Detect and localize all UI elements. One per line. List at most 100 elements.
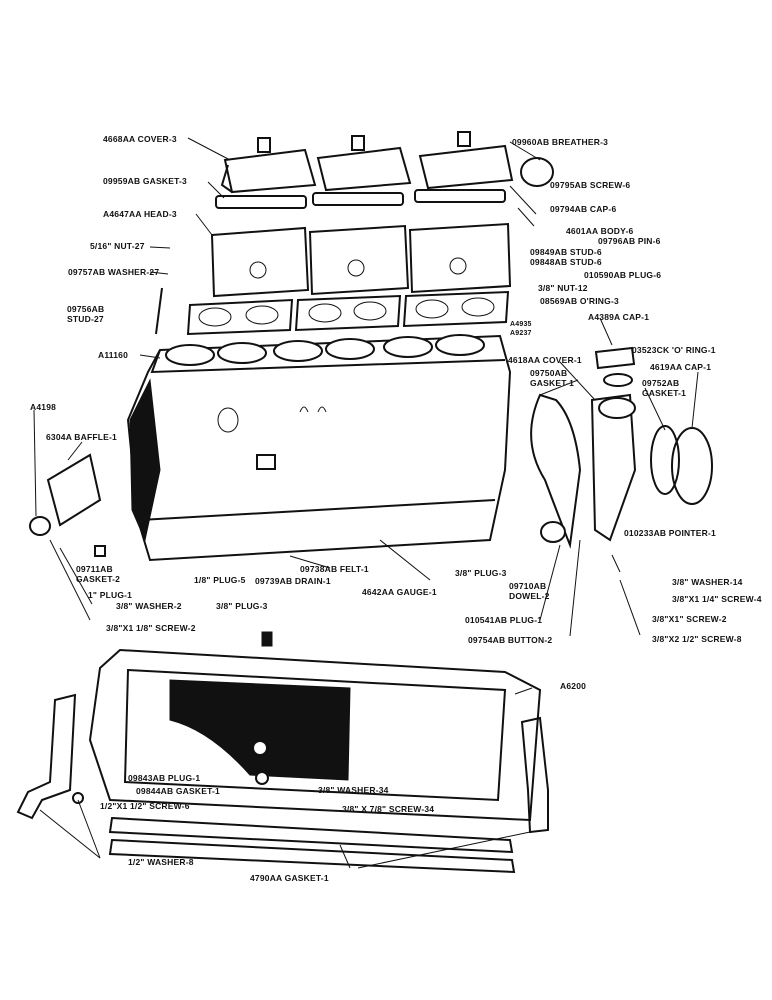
label-washer8: 1/2" WASHER-8: [128, 857, 194, 867]
label-plug3a: 3/8" PLUG-3: [455, 568, 507, 578]
cover-gaskets: [215, 189, 506, 209]
label-felt: 09738AB FELT-1: [300, 564, 369, 574]
label-stud6a: 09849AB STUD-6: [530, 247, 602, 257]
label-gasket1b: GASKET-1: [530, 378, 575, 388]
label-washer2: 3/8" WASHER-2: [116, 601, 182, 611]
label-body6: 4601AA BODY-6: [566, 226, 634, 236]
label-plug5: 1/8" PLUG-5: [194, 575, 246, 585]
block-shadow: [129, 378, 161, 542]
head-gasket: [294, 294, 402, 332]
label-gasket-cover: 09959AB GASKET-3: [103, 176, 187, 186]
o-ring: [603, 373, 633, 387]
cylinder-bore: [273, 340, 323, 362]
label-pan: A6200: [560, 681, 587, 691]
label-gasket1c: 09752AB: [642, 378, 680, 388]
head-spark-port: [347, 259, 365, 277]
label-stud27-b: STUD-27: [67, 314, 104, 324]
label-screw4: 3/8"X1 1/4" SCREW-4: [672, 594, 762, 604]
label-pointer: 010233AB POINTER-1: [624, 528, 716, 538]
label-screw6b: 1/2"X1 1/2" SCREW-6: [100, 801, 190, 811]
label-dowel-a: 09710AB: [509, 581, 547, 591]
label-washer34: 3/8" WASHER-34: [318, 785, 389, 795]
label-screw6: 09795AB SCREW-6: [550, 180, 631, 190]
label-a4389: A4389A CAP-1: [588, 312, 650, 322]
label-gasket1e: 09844AB GASKET-1: [136, 786, 220, 796]
label-button: 09754AB BUTTON-2: [468, 635, 553, 645]
valve-cover-cap: [457, 131, 471, 147]
cover-opening: [598, 397, 636, 419]
valve-cover-group: [220, 131, 514, 194]
valve-cover: [223, 148, 317, 194]
cap: [594, 346, 636, 370]
label-gasket1a: 09750AB: [530, 368, 568, 378]
oil-pan: [88, 648, 542, 822]
block-body: [126, 334, 512, 562]
pan-end-gasket: [520, 716, 549, 834]
label-gasket2a: 09711AB: [76, 564, 113, 574]
pan-inner: [123, 668, 507, 802]
pan-gasket-strip: [108, 816, 514, 854]
cylinder-head: [408, 222, 512, 294]
label-cover: 4668AA COVER-3: [103, 134, 177, 144]
label-stud6b: 09848AB STUD-6: [530, 257, 602, 267]
pan-flange: [88, 648, 542, 822]
cylinder-heads: [210, 222, 512, 298]
label-drain: 09739AB DRAIN-1: [255, 576, 331, 586]
valve-cover: [418, 144, 514, 190]
timing-cover: [590, 393, 637, 542]
head-gaskets: [186, 290, 510, 336]
head-gasket: [402, 290, 510, 328]
cap-gasket: [650, 425, 680, 495]
valve-cover: [316, 146, 412, 192]
leader-lines: [33, 137, 699, 869]
label-stud27-a: 09756AB: [67, 304, 105, 314]
label-screw34: 3/8" X 7/8" SCREW-34: [342, 804, 435, 814]
valve-cover-cap: [351, 135, 365, 151]
label-block: A11160: [98, 350, 129, 360]
pan-shadow: [169, 679, 351, 781]
label-plug3b: 3/8" PLUG-3: [216, 601, 268, 611]
label-baffle: 6304A BAFFLE-1: [46, 432, 117, 442]
cylinder-bore: [325, 338, 375, 360]
label-dowel-b: DOWEL-2: [509, 591, 550, 601]
pan-gasket-strip: [108, 838, 516, 874]
block-rail: [139, 499, 496, 521]
cylinder-bore: [383, 336, 433, 358]
label-plug1c: 09843AB PLUG-1: [128, 773, 201, 783]
label-a4935: A4935: [510, 321, 532, 328]
cylinder-bore: [165, 344, 215, 366]
label-oring3: 08569AB O'RING-3: [540, 296, 619, 306]
label-cap6: 09794AB CAP-6: [550, 204, 617, 214]
label-washer27: 09757AB WASHER-27: [68, 267, 160, 277]
label-a9237: A9237: [510, 330, 532, 337]
cylinder-bore: [435, 334, 485, 356]
label-cap1: 4619AA CAP-1: [650, 362, 712, 372]
label-pin6: 09796AB PIN-6: [598, 236, 661, 246]
engine-block: [126, 334, 512, 562]
label-head: A4647AA HEAD-3: [103, 209, 177, 219]
label-a4198: A4198: [30, 402, 57, 412]
label-oring1: 03523CK 'O' RING-1: [632, 345, 716, 355]
label-nut12: 3/8" NUT-12: [538, 283, 588, 293]
stud: [155, 287, 163, 335]
label-gauge: 4642AA GAUGE-1: [362, 587, 437, 597]
label-screw2b: 3/8"X1 1/8" SCREW-2: [106, 623, 196, 633]
plug: [29, 516, 51, 536]
head-spark-port: [449, 257, 467, 275]
label-gasket1d: GASKET-1: [642, 388, 687, 398]
drain-plug: [252, 740, 268, 756]
label-plug1a: 1" PLUG-1: [88, 590, 133, 600]
valve-cover-edge: [220, 164, 233, 193]
cylinder-head: [308, 224, 410, 296]
cylinder-head: [210, 226, 310, 298]
label-plug1b: 010541AB PLUG-1: [465, 615, 543, 625]
cover-gasket: [312, 192, 404, 206]
label-screw8: 3/8"X2 1/2" SCREW-8: [652, 634, 742, 644]
label-plug6: 010590AB PLUG-6: [584, 270, 662, 280]
cover-gasket: [414, 189, 506, 203]
cylinder-bore: [217, 342, 267, 364]
cover-gasket: [215, 195, 307, 209]
side-gasket: [530, 393, 582, 549]
